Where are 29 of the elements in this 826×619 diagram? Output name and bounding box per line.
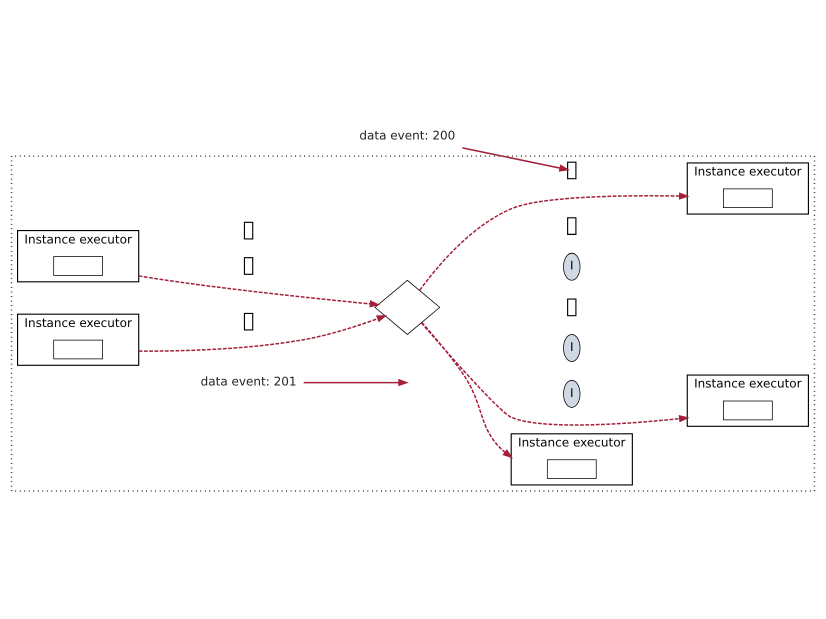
node-box	[567, 161, 576, 179]
node-box	[244, 312, 254, 330]
cluster: Instance executor	[17, 313, 140, 366]
arrow	[138, 274, 380, 308]
node-ellipse: I	[563, 379, 580, 408]
node-box	[244, 256, 254, 274]
node-box	[53, 256, 103, 276]
node-box	[567, 216, 576, 234]
cluster: Instance executor	[17, 230, 140, 282]
arrow	[462, 146, 570, 172]
arrow	[138, 314, 388, 352]
arrow	[420, 322, 690, 426]
node-ellipse: I	[563, 334, 580, 362]
node-box	[567, 298, 576, 316]
node-text: data event: 200	[359, 128, 456, 142]
node-ellipse: I	[563, 252, 580, 280]
node-box	[546, 458, 597, 478]
node-box	[53, 339, 103, 359]
cluster: Instance executor	[686, 162, 809, 214]
node-text: data event: 201	[200, 374, 297, 388]
node-box	[723, 188, 773, 208]
arrow	[419, 192, 690, 290]
node-box	[723, 400, 773, 420]
arrow	[304, 378, 409, 386]
cluster: Instance executor	[510, 432, 633, 486]
arrow	[421, 321, 513, 458]
node-box	[244, 221, 254, 239]
cluster	[10, 154, 816, 492]
cluster: Instance executor	[686, 374, 809, 426]
